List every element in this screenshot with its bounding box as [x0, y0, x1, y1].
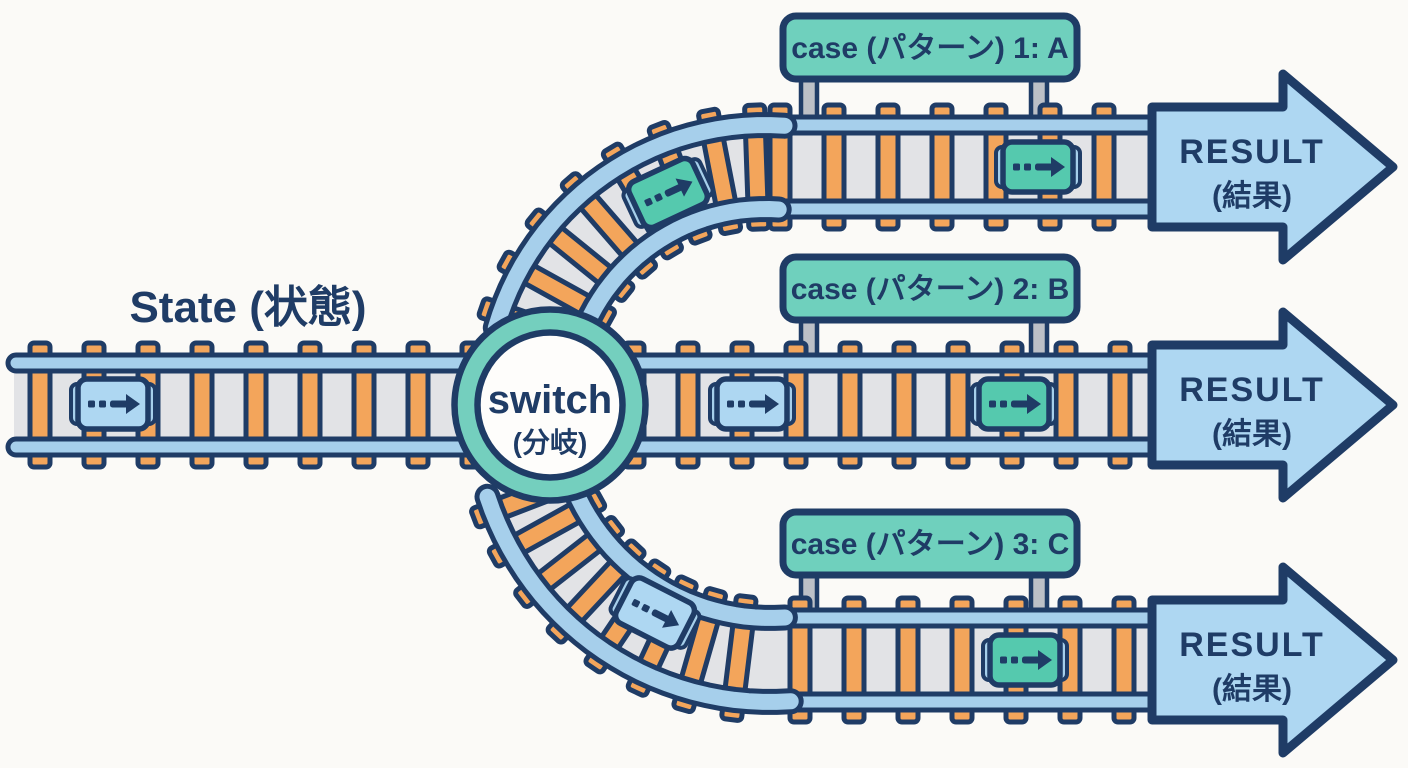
result-arrow-3: RESULT (結果): [1147, 562, 1398, 758]
case-sign-plate: [779, 12, 1081, 83]
dotted-arrow-icon: [88, 394, 140, 414]
case-sign-plate: [779, 508, 1081, 579]
dot: [644, 197, 653, 207]
dot: [989, 400, 996, 408]
track-rail: [487, 117, 793, 336]
result-label: RESULT: [1179, 371, 1324, 409]
track-tie: [929, 102, 955, 232]
case-sign-3: case (パターン) 3: C: [779, 508, 1081, 579]
result-label: RESULT: [1179, 626, 1324, 664]
track-tie: [27, 340, 53, 470]
arrow-shaft: [664, 184, 683, 197]
result-arrow-shape: [1147, 307, 1398, 503]
dot: [1000, 656, 1007, 664]
track-rail: [479, 488, 799, 710]
train-marker: [69, 376, 157, 432]
track-rail: [568, 200, 787, 359]
state-label: State (状態): [129, 283, 366, 332]
result-arrow-shape: [1147, 69, 1398, 265]
track-tie: [297, 340, 323, 470]
dot: [738, 400, 745, 408]
case-sign-label: case (パターン) 3: C: [791, 528, 1070, 561]
dot: [99, 400, 106, 408]
track-tie: [189, 340, 215, 470]
dot: [727, 400, 734, 408]
arrow-head: [675, 178, 693, 197]
dotted-arrow-icon: [989, 394, 1041, 414]
track-rail: [741, 198, 1161, 220]
result-sublabel: (結果): [1212, 179, 1292, 213]
switch-ring-outer-border: [451, 306, 649, 504]
track-rail: [761, 691, 1161, 713]
switch-junction: switch (分岐): [451, 306, 649, 504]
dot: [641, 604, 650, 613]
arrow-shaft: [651, 609, 670, 623]
switch-ring: [455, 310, 645, 500]
arrow-shaft: [1011, 400, 1029, 408]
track-tie: [895, 595, 921, 725]
track-tie: [1091, 102, 1117, 232]
track-tie: [243, 340, 269, 470]
track-tie: [405, 340, 431, 470]
track-tie: [945, 340, 971, 470]
case-sign-plate: [779, 253, 1081, 324]
case-sign-label: case (パターン) 1: A: [791, 32, 1068, 65]
result-sublabel: (結果): [1212, 672, 1292, 706]
switch-ring-inner-border: [474, 329, 626, 481]
track-tie: [875, 102, 901, 232]
dot: [1013, 163, 1020, 171]
dot: [1024, 163, 1031, 171]
train-marker: [981, 632, 1069, 688]
dotted-arrow-icon: [727, 394, 779, 414]
track-tie: [841, 595, 867, 725]
track-tie: [891, 340, 917, 470]
track-tie: [1107, 340, 1133, 470]
switch-label: switch: [488, 378, 612, 422]
train-markers: [69, 139, 1082, 688]
train-marker: [621, 155, 715, 231]
case-sign-1: case (パターン) 1: A: [779, 12, 1081, 83]
train-marker: [970, 376, 1058, 432]
result-arrow-2: RESULT (結果): [1147, 307, 1398, 503]
switch-sublabel: (分岐): [513, 427, 588, 458]
track-tie: [837, 340, 863, 470]
dot: [1011, 656, 1018, 664]
arrow-head: [1027, 394, 1041, 414]
track-tie: [949, 595, 975, 725]
result-label: RESULT: [1179, 133, 1324, 171]
dotted-arrow-icon: [1013, 157, 1065, 177]
arrow-head: [126, 394, 140, 414]
dotted-arrow-icon: [631, 599, 680, 628]
arrow-shaft: [110, 400, 128, 408]
result-sublabel: (結果): [1212, 417, 1292, 451]
result-arrow-shape: [1147, 562, 1398, 758]
track-tie: [1111, 595, 1137, 725]
arrow-head: [1038, 650, 1052, 670]
track-tie: [351, 340, 377, 470]
track-tie: [821, 102, 847, 232]
case-sign-2: case (パターン) 2: B: [779, 253, 1081, 324]
arrow-shaft: [1022, 656, 1040, 664]
arrow-head: [1051, 157, 1065, 177]
train-marker: [608, 575, 702, 651]
arrow-head: [765, 394, 779, 414]
dot: [1000, 400, 1007, 408]
track-tie: [675, 340, 701, 470]
track-rail: [761, 607, 1161, 629]
arrow-head: [662, 609, 680, 628]
dotted-arrow-icon: [644, 178, 693, 207]
train-marker: [994, 139, 1082, 195]
track-rail: [741, 114, 1161, 136]
arrow-shaft: [1035, 163, 1053, 171]
case-sign-label: case (パターン) 2: B: [791, 273, 1070, 306]
train-marker: [708, 376, 796, 432]
dot: [631, 599, 641, 608]
dot: [88, 400, 95, 408]
dotted-arrow-icon: [1000, 650, 1052, 670]
result-arrow-1: RESULT (結果): [1147, 69, 1398, 265]
arrow-shaft: [749, 400, 767, 408]
dot: [654, 193, 663, 202]
